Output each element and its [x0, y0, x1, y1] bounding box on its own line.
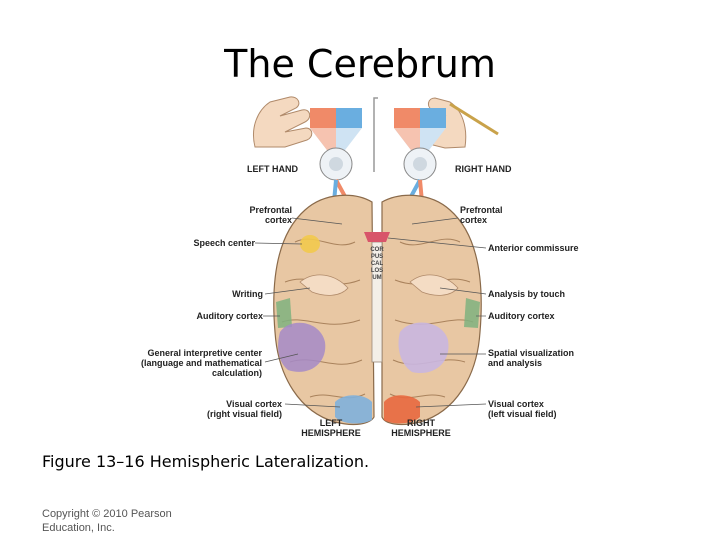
prefrontal-right-label: Prefrontal cortex [460, 205, 503, 225]
right-hand-label: RIGHT HAND [455, 164, 512, 174]
right-auditory-region [464, 298, 480, 328]
general-interpretive-label: General interpretive center (language an… [130, 348, 262, 378]
anterior-commissure-label: Anterior commissure [488, 243, 579, 253]
speech-center-region [300, 235, 320, 253]
left-auditory-region [276, 298, 292, 328]
right-hemisphere [382, 195, 481, 424]
midline-divider [374, 98, 378, 172]
anterior-commissure [364, 232, 390, 242]
visual-cortex-right-label: Visual cortex (left visual field) [488, 399, 557, 419]
corpus-callosum-label: CORPUS CALLOSUM [370, 247, 384, 282]
writing-label: Writing [180, 289, 263, 299]
left-hand-label: LEFT HAND [247, 164, 298, 174]
copyright-notice: Copyright © 2010 Pearson Education, Inc. [42, 507, 202, 535]
speech-center-label: Speech center [160, 238, 255, 248]
figure-caption: Figure 13–16 Hemispheric Lateralization. [42, 452, 369, 471]
left-hemisphere-label: LEFT HEMISPHERE [296, 418, 366, 438]
left-hemisphere [274, 195, 374, 424]
slide-title: The Cerebrum [0, 42, 720, 86]
visual-cortex-left-label: Visual cortex (right visual field) [160, 399, 282, 419]
auditory-cortex-left-label: Auditory cortex [160, 311, 263, 321]
prefrontal-left-label: Prefrontal cortex [220, 205, 292, 225]
left-hand-icon [253, 97, 311, 147]
spatial-visualization-label: Spatial visualization and analysis [488, 348, 574, 368]
hemispheric-lateralization-figure: LEFT HAND RIGHT HAND Prefrontal cortex P… [120, 92, 600, 442]
right-hemisphere-label: RIGHT HEMISPHERE [386, 418, 456, 438]
analysis-by-touch-label: Analysis by touch [488, 289, 565, 299]
brain-illustration [120, 92, 600, 442]
auditory-cortex-right-label: Auditory cortex [488, 311, 555, 321]
